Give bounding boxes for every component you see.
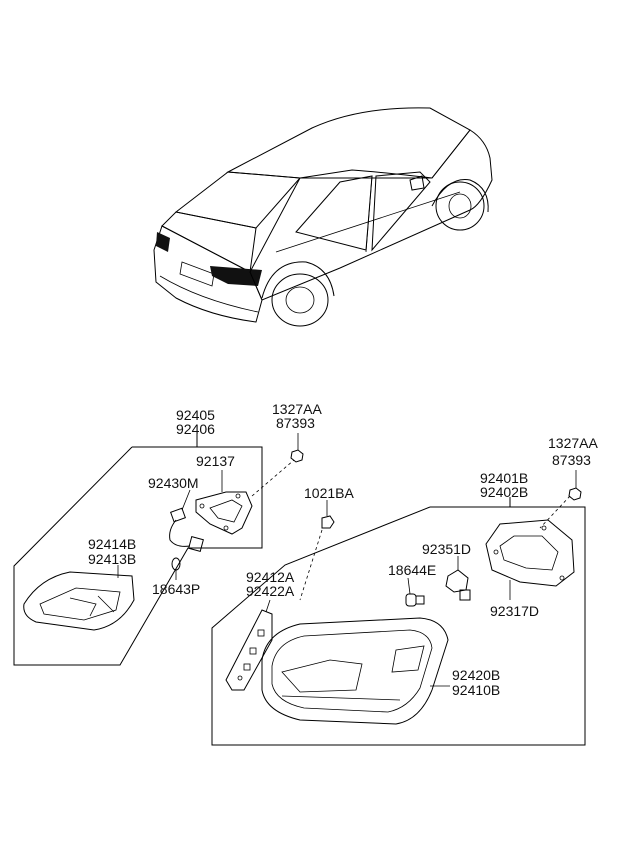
label-92414B: 92414B: [88, 536, 136, 552]
dashed-leader-right-nut: [539, 495, 571, 529]
bulb-socket-92351D: [445, 556, 471, 601]
bulb-18643P: [171, 557, 181, 580]
lamp-gasket-left: [195, 491, 253, 535]
nut-icon-left: [290, 433, 304, 463]
lamp-gasket-right: [485, 519, 575, 600]
dashed-leader-clip: [299, 529, 323, 601]
label-92402B: 92402B: [480, 484, 528, 500]
label-87393-right: 87393: [552, 452, 591, 468]
label-92412A: 92412A: [246, 569, 295, 585]
label-18643P: 18643P: [152, 581, 200, 597]
label-92351D: 92351D: [422, 541, 471, 557]
sedan-car-illustration: [153, 107, 493, 327]
label-92430M: 92430M: [148, 475, 199, 491]
right-assembly-box: [211, 497, 586, 746]
left-assembly-box: [13, 434, 263, 666]
inner-tail-lamp-left: [23, 565, 135, 631]
label-92405: 92405: [176, 407, 215, 423]
lamp-bracket-92412A: [225, 599, 273, 691]
label-92406: 92406: [176, 421, 215, 437]
label-92420B: 92420B: [452, 667, 500, 683]
label-1327AA-left: 1327AA: [272, 401, 322, 417]
label-87393-left: 87393: [276, 415, 315, 431]
main-tail-lamp: [261, 617, 450, 725]
wiring-harness-92430M: [169, 489, 204, 552]
clip-1021BA: [321, 500, 335, 529]
label-18644E: 18644E: [388, 562, 436, 578]
nut-icon-right: [568, 470, 582, 501]
bulb-18644E: [405, 577, 425, 607]
label-92137: 92137: [196, 453, 235, 469]
dashed-leader-left-nut: [251, 459, 295, 497]
label-1327AA-right: 1327AA: [548, 435, 598, 451]
label-92317D: 92317D: [490, 603, 539, 619]
label-92413B: 92413B: [88, 551, 136, 567]
label-92401B: 92401B: [480, 470, 528, 486]
label-92422A: 92422A: [246, 583, 295, 599]
label-1021BA: 1021BA: [304, 485, 354, 501]
label-92410B: 92410B: [452, 682, 500, 698]
